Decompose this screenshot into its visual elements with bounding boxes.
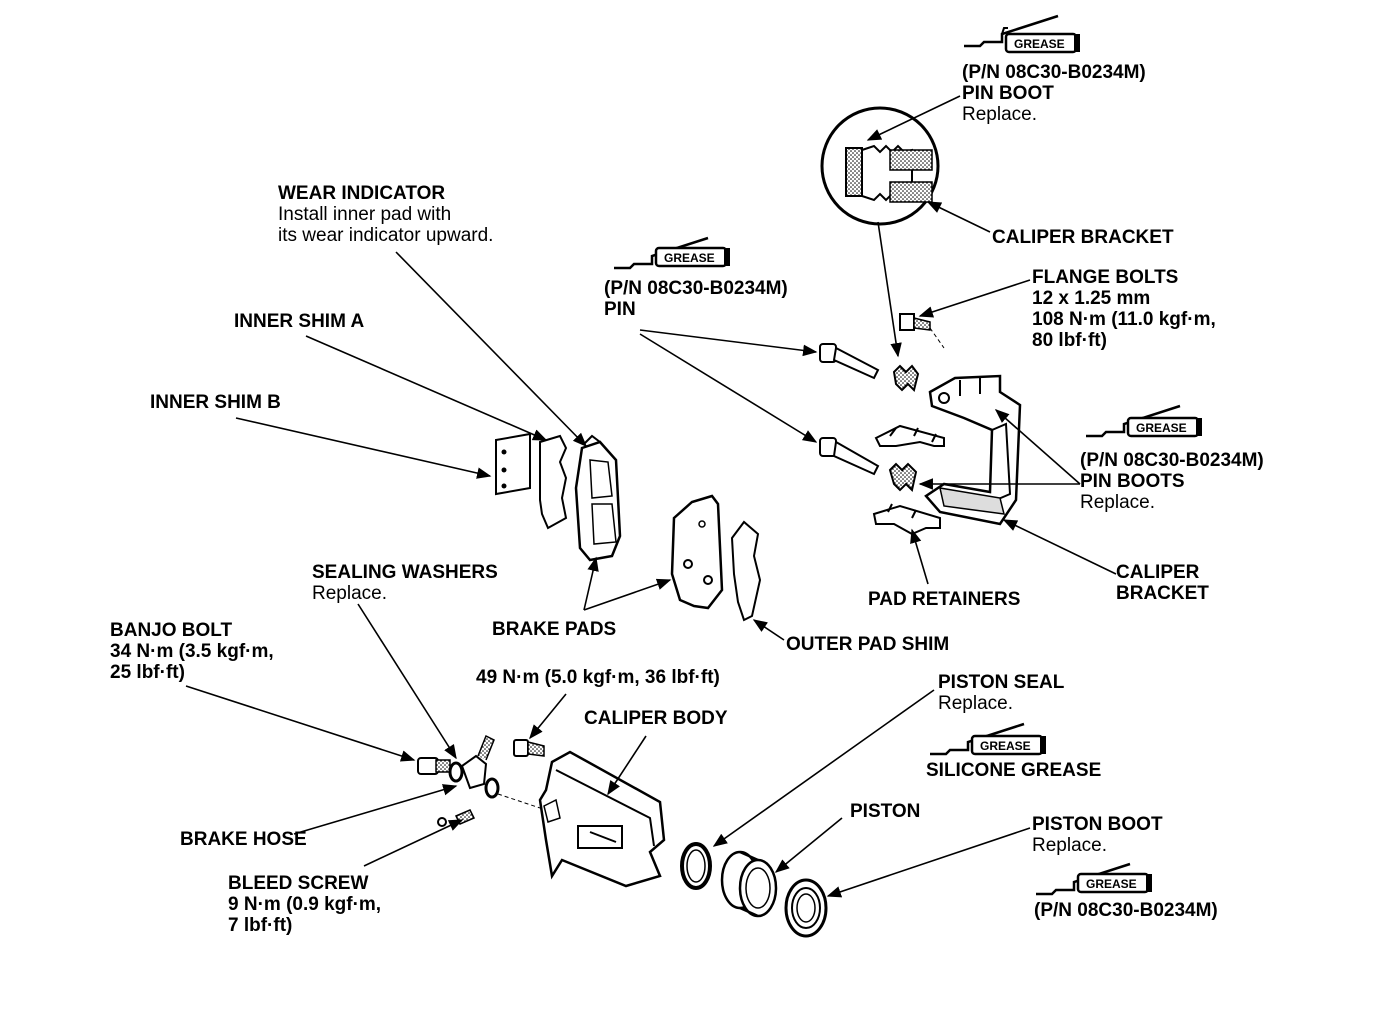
- flange-bolt-part: [899, 313, 945, 349]
- callout-note: Replace.: [962, 104, 1037, 125]
- callout-title: PIN BOOTS: [1080, 471, 1185, 492]
- callout-title: CALIPER: [1116, 562, 1200, 583]
- part-number-piston-boot: (P/N 08C30-B0234M): [1034, 900, 1218, 921]
- callout-outer-pad-shim: OUTER PAD SHIM: [786, 634, 950, 655]
- grease-tag-text: GREASE: [1014, 37, 1065, 51]
- pin-part: [819, 437, 880, 476]
- callout-title: PISTON SEAL: [938, 672, 1065, 693]
- callout-piston-boot: PISTON BOOT Replace.: [1032, 814, 1163, 856]
- callout-pin-boot: (P/N 08C30-B0234M) PIN BOOT Replace.: [962, 62, 1146, 125]
- callout-pad-retainers: PAD RETAINERS: [868, 589, 1021, 610]
- callout-banjo-bolt: BANJO BOLT 34 N·m (3.5 kgf·m, 25 lbf·ft): [110, 620, 274, 683]
- inner-brake-pad-part: [574, 434, 622, 562]
- spec-line: 7 lbf·ft): [228, 915, 293, 936]
- callout-silicone-grease: SILICONE GREASE: [926, 760, 1102, 781]
- callout-pin: (P/N 08C30-B0234M) PIN: [604, 278, 788, 320]
- spec-line: 12 x 1.25 mm: [1032, 288, 1151, 309]
- pin-boot-detail-circle: [820, 106, 940, 226]
- callout-title: PIN: [604, 299, 636, 320]
- callout-title: BANJO BOLT: [110, 620, 233, 641]
- caliper-bracket-part: [924, 374, 1022, 526]
- callout-note: Replace.: [1032, 835, 1107, 856]
- spec-line: 25 lbf·ft): [110, 662, 185, 683]
- callout-title: FLANGE BOLTS: [1032, 267, 1179, 288]
- grease-tube-icon: GREASE: [930, 722, 1046, 756]
- callout-wear-indicator: WEAR INDICATOR Install inner pad with it…: [278, 183, 493, 246]
- callout-sealing-washers: SEALING WASHERS Replace.: [312, 562, 498, 604]
- caliper-body-part: [538, 750, 666, 888]
- callout-caliper-body: CALIPER BODY: [584, 708, 728, 729]
- pin-part: [819, 343, 880, 380]
- piston-boot-part: [784, 878, 828, 938]
- callout-caliper-bracket-bottom: CALIPER BRACKET: [1116, 562, 1209, 604]
- callout-note: Replace.: [312, 583, 387, 604]
- grease-tag-text: GREASE: [1136, 421, 1187, 435]
- callout-title: BLEED SCREW: [228, 873, 369, 894]
- callout-brake-hose: BRAKE HOSE: [180, 829, 307, 850]
- pad-retainer-part: [872, 503, 941, 536]
- callout-title: PISTON BOOT: [1032, 814, 1163, 835]
- callout-inner-shim-b: INNER SHIM B: [150, 392, 281, 413]
- grease-tube-icon: GREASE: [1036, 862, 1152, 896]
- spec-line: 108 N·m (11.0 kgf·m,: [1032, 309, 1216, 330]
- inner-shim-b-part: [495, 432, 531, 496]
- bolt-49nm-part: [513, 739, 545, 757]
- pad-retainer-part: [874, 424, 945, 447]
- callout-note: Replace.: [938, 693, 1013, 714]
- leader-lines: [185, 95, 1117, 898]
- outer-pad-shim-part: [730, 520, 762, 622]
- brake-hose-part: [460, 734, 541, 809]
- spec-line: 80 lbf·ft): [1032, 330, 1107, 351]
- callout-note: Install inner pad with: [278, 204, 452, 225]
- spec-line: 34 N·m (3.5 kgf·m,: [110, 641, 274, 662]
- piston-seal-part: [680, 842, 712, 890]
- grease-tag-text: GREASE: [980, 739, 1031, 753]
- callout-brake-pads: BRAKE PADS: [492, 619, 617, 640]
- pin-boot-part: [888, 462, 918, 492]
- spec-line: 9 N·m (0.9 kgf·m,: [228, 894, 382, 915]
- part-number: (P/N 08C30-B0234M): [1080, 450, 1264, 471]
- outer-brake-pad-part: [670, 494, 724, 610]
- grease-tag-text: GREASE: [664, 251, 715, 265]
- part-number: (P/N 08C30-B0234M): [604, 278, 788, 299]
- banjo-bolt-part: [417, 757, 451, 775]
- callout-torque-49: 49 N·m (5.0 kgf·m, 36 lbf·ft): [476, 667, 720, 688]
- callout-note: its wear indicator upward.: [278, 225, 494, 246]
- grease-tag-text: GREASE: [1086, 877, 1137, 891]
- callout-piston-seal: PISTON SEAL Replace.: [938, 672, 1064, 714]
- sealing-washer-part: [448, 761, 500, 799]
- callout-flange-bolts: FLANGE BOLTS 12 x 1.25 mm 108 N·m (11.0 …: [1032, 267, 1216, 351]
- grease-tube-icon: GREASE: [1086, 404, 1202, 438]
- callout-title: BRACKET: [1116, 583, 1209, 604]
- grease-tube-icon: GREASE: [964, 14, 1080, 54]
- callout-title: PIN BOOT: [962, 83, 1054, 104]
- callout-inner-shim-a: INNER SHIM A: [234, 311, 365, 332]
- grease-tube-icon: GREASE: [614, 236, 730, 270]
- callout-pin-boots: (P/N 08C30-B0234M) PIN BOOTS Replace.: [1080, 450, 1264, 513]
- part-number: (P/N 08C30-B0234M): [962, 62, 1146, 83]
- callout-title: WEAR INDICATOR: [278, 183, 446, 204]
- callout-bleed-screw: BLEED SCREW 9 N·m (0.9 kgf·m, 7 lbf·ft): [228, 873, 381, 936]
- callout-title: SEALING WASHERS: [312, 562, 498, 583]
- inner-shim-a-part: [539, 434, 568, 530]
- callout-piston: PISTON: [850, 801, 921, 822]
- piston-part: [720, 850, 778, 918]
- pin-boot-part: [892, 364, 920, 392]
- callout-note: Replace.: [1080, 492, 1155, 513]
- callout-caliper-bracket-top: CALIPER BRACKET: [992, 227, 1174, 248]
